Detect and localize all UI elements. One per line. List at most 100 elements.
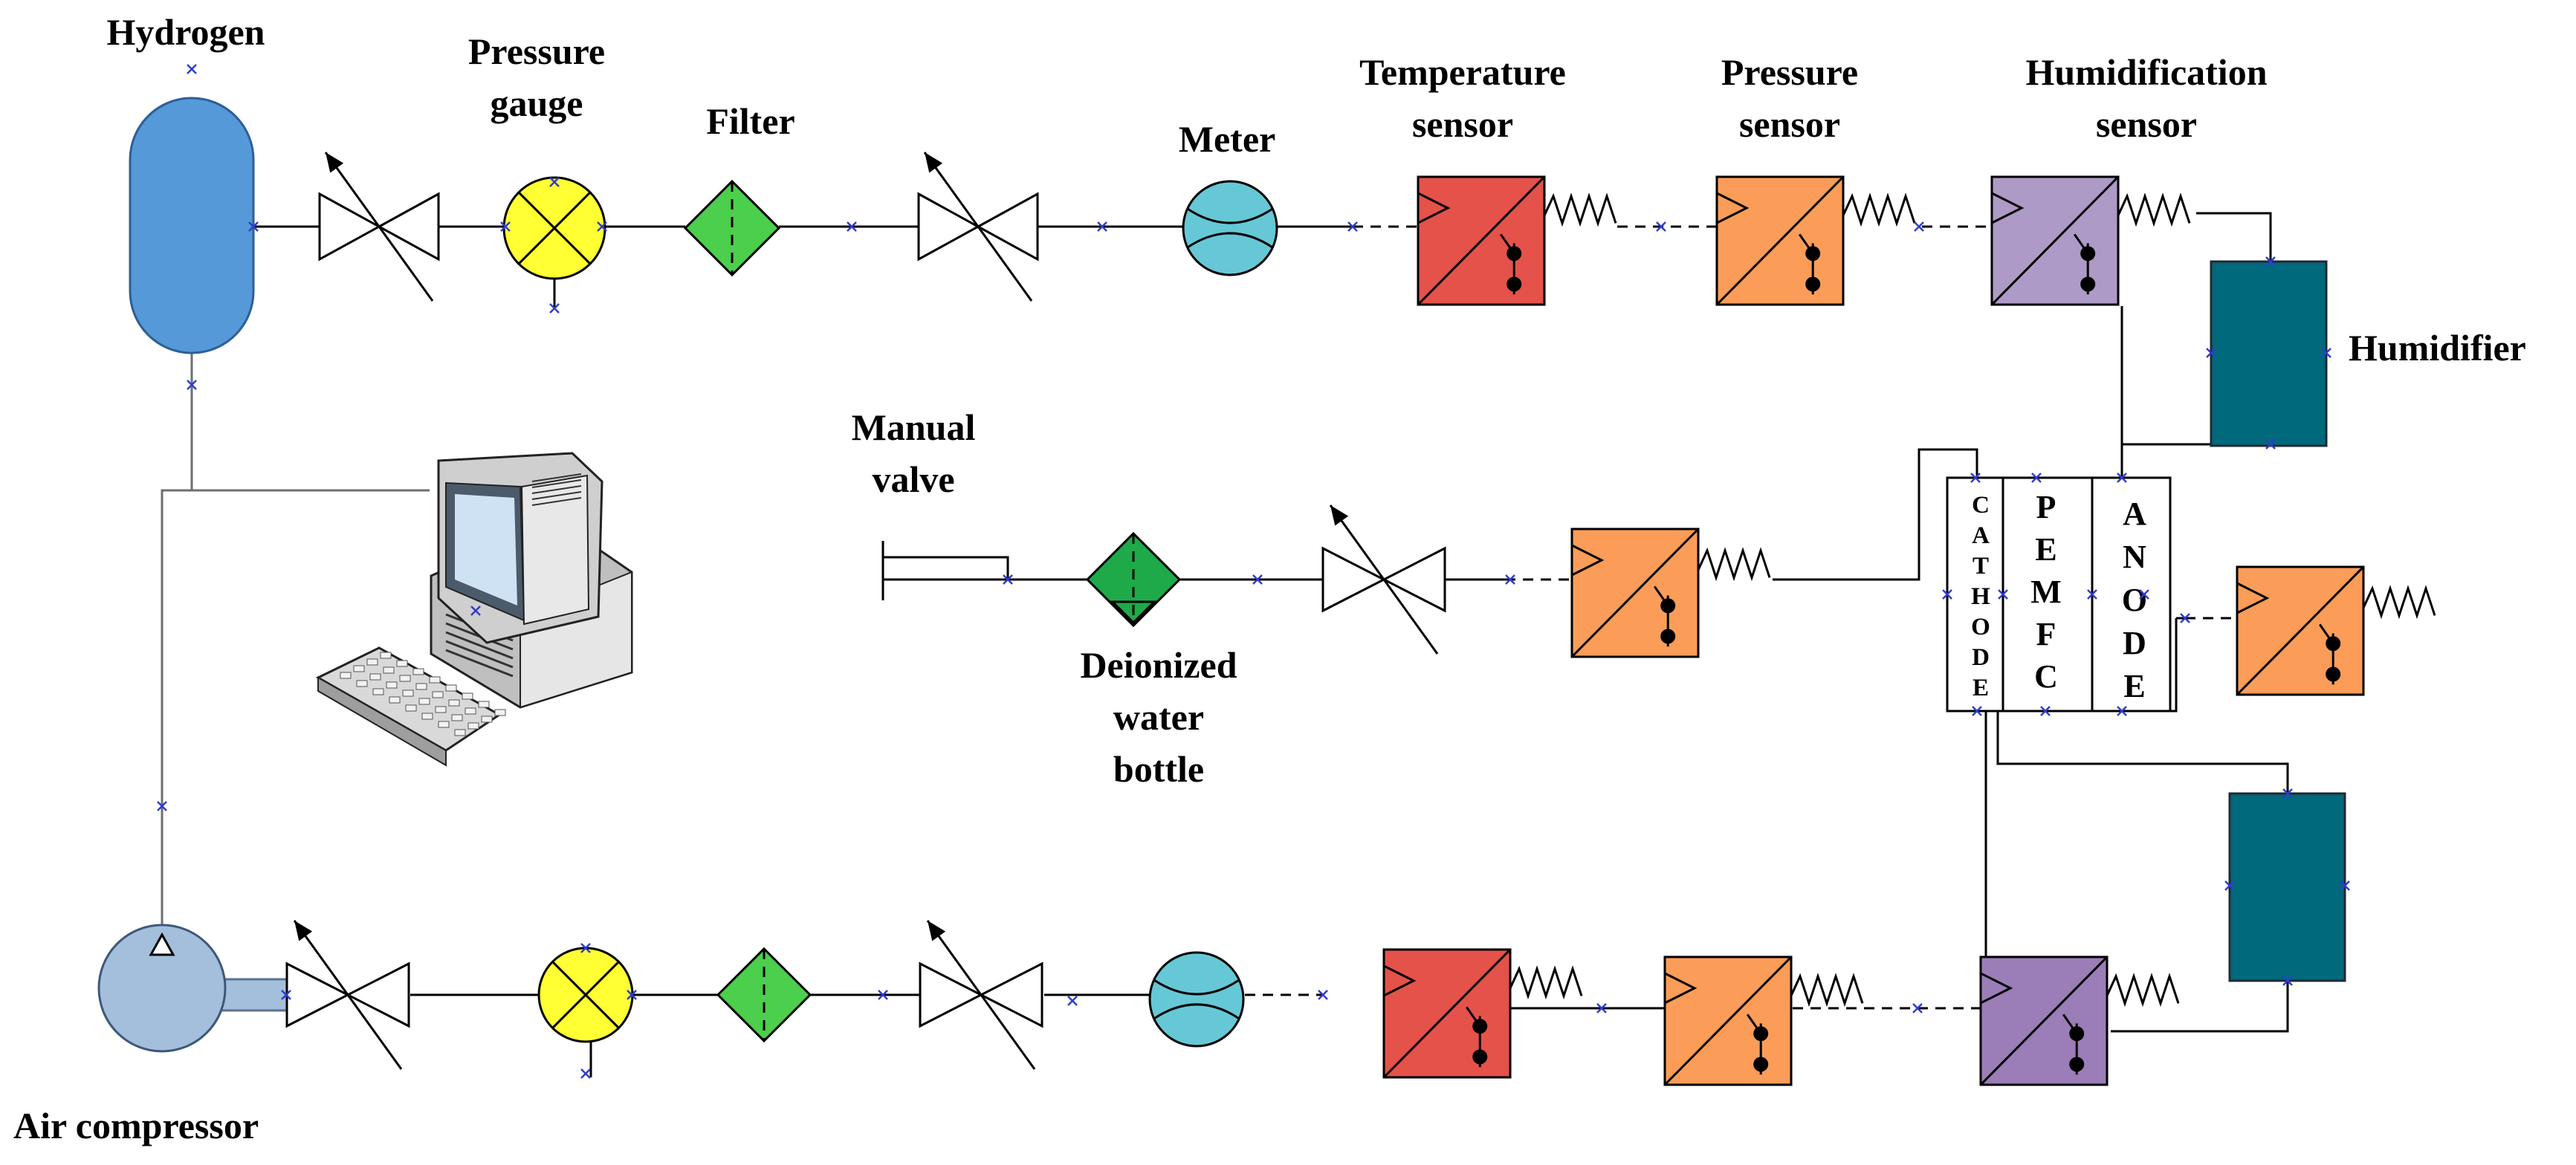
pemfc-letter: M <box>2030 574 2062 610</box>
connection-x-icon <box>1656 221 1666 232</box>
computer-icon <box>315 452 633 767</box>
connection-x-icon <box>2040 706 2051 716</box>
connection-x-icon <box>1596 1003 1607 1013</box>
pressure-gauge-icon <box>537 947 634 1043</box>
temperature-sensor-label-line1: Temperature <box>1359 51 1566 93</box>
connection-x-icon <box>2206 348 2216 358</box>
humidification-sensor-label-line1: Humidification <box>2025 51 2267 93</box>
connection-x-icon <box>1914 221 1924 232</box>
regulator-valve-icon <box>919 920 1043 1070</box>
flow-meter-icon <box>1182 180 1278 276</box>
signal-coil-icon <box>2106 973 2180 1007</box>
connection-x-icon <box>878 990 888 1000</box>
deionized-water-bottle-label-line2: water <box>1113 696 1204 738</box>
connection-x-icon <box>1912 1003 1923 1013</box>
connection-x-icon <box>2224 880 2235 891</box>
sensor-transmitter-icon <box>2236 565 2365 696</box>
manual-valve-label-line2: valve <box>872 458 954 500</box>
connection-x-icon <box>2139 589 2149 600</box>
connection-x-icon <box>248 221 259 232</box>
signal-coil-icon <box>1842 192 1916 227</box>
filter-icon <box>1085 531 1182 628</box>
signal-coil-icon <box>2362 585 2436 620</box>
sensor-transmitter-icon <box>1715 175 1845 306</box>
sensor-transmitter-icon <box>1990 175 2120 306</box>
manual-valve-label-line1: Manual <box>852 406 976 448</box>
cathode-letter: H <box>1971 583 1990 610</box>
connection-x-icon <box>847 221 857 232</box>
connection-x-icon <box>2321 348 2331 358</box>
pemfc-letter: E <box>2035 531 2056 568</box>
connection-x-icon <box>2265 439 2276 450</box>
fuel-cell-stack-icon <box>1946 476 2172 713</box>
pressure-sensor-label-line2: sensor <box>1739 103 1840 145</box>
anode-letter: N <box>2123 539 2146 575</box>
pressure-gauge-label-line1: Pressure <box>468 30 605 72</box>
regulator-valve-icon <box>285 920 410 1070</box>
connection-x-icon <box>580 943 591 953</box>
cathode-letter: E <box>1973 675 1989 701</box>
sensor-transmitter-icon <box>1979 955 2109 1086</box>
connection-x-icon <box>1505 574 1515 585</box>
hydrogen-label: Hydrogen <box>107 11 265 53</box>
pressure-gauge-label-line2: gauge <box>491 82 583 124</box>
connection-x-icon <box>2340 880 2350 891</box>
air-compressor-icon <box>97 924 291 1053</box>
connection-x-icon <box>627 990 637 1000</box>
pressure-gauge-icon <box>502 176 606 280</box>
gas-tank-icon <box>129 97 255 354</box>
connection-x-icon <box>1998 589 2008 600</box>
connection-x-icon <box>157 801 167 811</box>
filter-label: Filter <box>706 100 795 142</box>
sensor-transmitter-icon <box>1570 528 1700 658</box>
filter-icon <box>716 947 812 1043</box>
connection-x-icon <box>2031 473 2042 483</box>
connection-x-icon <box>2265 256 2276 267</box>
connection-x-icon <box>1318 990 1328 1000</box>
connection-x-icon <box>1972 706 1982 716</box>
signal-coil-icon <box>1543 192 1617 227</box>
connection-x-icon <box>1970 473 1981 483</box>
connection-x-icon <box>500 221 511 232</box>
flow-meter-icon <box>1148 951 1245 1048</box>
pressure-sensor-label-line1: Pressure <box>1721 51 1858 93</box>
sensor-transmitter-icon <box>1663 955 1793 1086</box>
anode-letter: A <box>2123 496 2146 532</box>
signal-coil-icon <box>1697 547 1771 582</box>
connection-x-icon <box>1347 221 1358 232</box>
connection-x-icon <box>2282 976 2293 986</box>
connection-x-icon <box>1097 221 1107 232</box>
humidifier-icon <box>2210 260 2328 447</box>
cathode-letter: C <box>1972 492 1990 519</box>
humidifier-label: Humidifier <box>2349 327 2526 369</box>
sensor-transmitter-icon <box>1382 948 1512 1079</box>
cathode-letter: T <box>1973 553 1989 580</box>
meter-label: Meter <box>1179 118 1275 160</box>
connection-x-icon <box>580 1068 591 1079</box>
connection-x-icon <box>1942 589 1952 600</box>
connection-x-icon <box>2282 788 2293 799</box>
connection-x-icon <box>187 380 197 390</box>
connection-x-icon <box>187 64 197 74</box>
deionized-water-bottle-label-line1: Deionized <box>1080 644 1237 686</box>
connection-x-icon <box>2117 473 2127 483</box>
regulator-valve-icon <box>1321 504 1446 655</box>
air-compressor-label: Air compressor <box>13 1105 259 1146</box>
signal-coil-icon <box>1509 965 1583 1000</box>
connection-x-icon <box>549 177 560 187</box>
anode-letter: E <box>2123 668 2145 704</box>
pemfc-letter: P <box>2036 489 2056 525</box>
connection-x-icon <box>2180 613 2190 623</box>
anode-letter: O <box>2122 582 2147 618</box>
connection-x-icon <box>549 303 560 314</box>
humidification-sensor-label-line2: sensor <box>2096 103 2197 145</box>
pemfc-letter: F <box>2036 616 2056 652</box>
humidifier-icon <box>2228 792 2346 982</box>
regulator-valve-icon <box>917 152 1039 302</box>
connection-x-icon <box>2117 706 2127 716</box>
deionized-water-bottle-label-line3: bottle <box>1113 748 1204 790</box>
cathode-letter: O <box>1971 614 1990 640</box>
connection-x-icon <box>1252 574 1263 585</box>
sensor-transmitter-icon <box>1417 175 1546 306</box>
